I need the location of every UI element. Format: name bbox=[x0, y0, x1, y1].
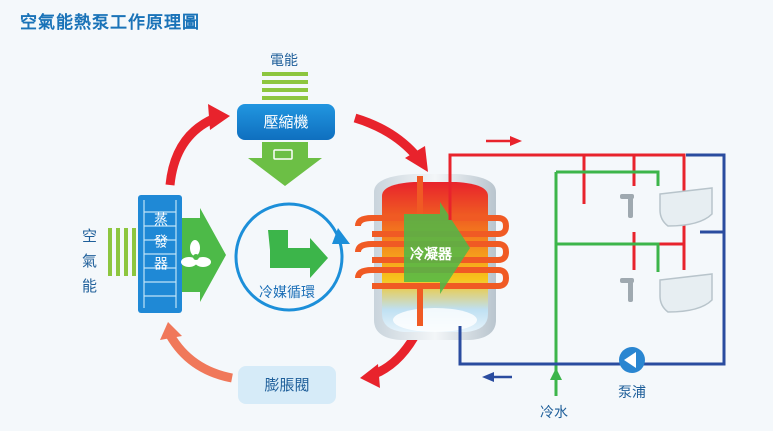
page-title: 空氣能熱泵工作原理圖 bbox=[20, 13, 200, 33]
cycle-arrowhead-2 bbox=[405, 146, 428, 172]
evaporator-label: 蒸發器 bbox=[150, 212, 170, 278]
fan-icon bbox=[181, 240, 211, 267]
air-energy-stripes bbox=[108, 228, 136, 276]
electric-energy-label: 電能 bbox=[270, 53, 298, 69]
evaporator-text: 蒸發器 bbox=[152, 212, 168, 278]
cold-water-pipe bbox=[554, 170, 660, 375]
cycle-arrow-to-tank bbox=[353, 113, 422, 161]
evaporator-out-arrow bbox=[182, 208, 226, 302]
return-flow-arrowhead bbox=[482, 372, 494, 382]
energy-down-arrow bbox=[248, 142, 322, 186]
condenser-arrow bbox=[404, 202, 470, 294]
battery-icon bbox=[273, 149, 293, 160]
refrigerant-ring-arrowhead bbox=[332, 228, 350, 244]
expansion-valve-box: 膨脹閥 bbox=[238, 366, 336, 404]
condenser-coil bbox=[355, 176, 510, 326]
pump-arrow-icon bbox=[624, 352, 636, 368]
evaporator-fins bbox=[143, 200, 177, 308]
electric-energy-stripes bbox=[262, 72, 308, 100]
cold-water-label: 冷水 bbox=[540, 405, 568, 421]
hot-flow-arrowhead bbox=[510, 136, 522, 146]
expansion-valve-label: 膨脹閥 bbox=[264, 376, 310, 394]
bathtub-icon bbox=[659, 187, 713, 313]
refrigerant-cycle-label: 冷媒循環 bbox=[259, 285, 315, 301]
air-energy-label: 空氣能 bbox=[80, 228, 98, 303]
pump-label: 泵浦 bbox=[618, 385, 646, 401]
compressor-label: 壓縮機 bbox=[263, 113, 309, 131]
refrigerant-flow-arrow bbox=[268, 230, 328, 278]
compressor-box: 壓縮機 bbox=[237, 104, 335, 140]
cycle-arrow-to-compressor bbox=[165, 113, 217, 186]
return-pipe bbox=[458, 153, 726, 366]
cycle-arrow-to-evaporator bbox=[166, 332, 233, 383]
cycle-arrowhead-1 bbox=[208, 104, 230, 130]
refrigerant-cycle-ring bbox=[234, 202, 344, 312]
air-energy-text: 空氣能 bbox=[80, 228, 98, 303]
cycle-arrowhead-3 bbox=[360, 364, 380, 388]
cold-water-inlet-arrowhead bbox=[550, 368, 562, 380]
condenser-label: 冷凝器 bbox=[410, 247, 452, 263]
faucet-icon bbox=[620, 194, 634, 302]
cycle-arrowhead-4 bbox=[160, 322, 182, 340]
